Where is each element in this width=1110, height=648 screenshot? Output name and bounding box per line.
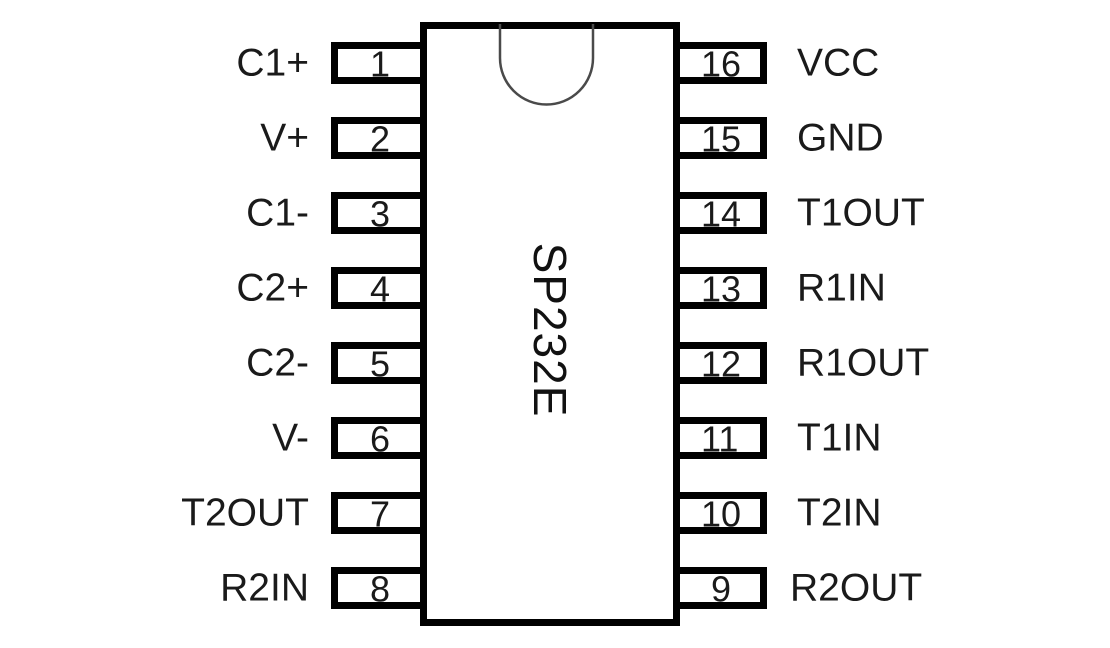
pin-box-left-2[interactable] bbox=[331, 117, 427, 159]
pin-row-right-9[interactable]: 9 R2OUT bbox=[673, 567, 923, 610]
pin-label-left-8: R2IN bbox=[220, 567, 309, 610]
pin-row-left-5[interactable]: 5 C2- bbox=[246, 342, 427, 385]
notch-semicircle-icon bbox=[498, 24, 595, 106]
pin-label-left-3: C1- bbox=[246, 192, 309, 235]
pin-row-left-4[interactable]: 4 C2+ bbox=[236, 267, 427, 310]
pin-label-right-13: R1IN bbox=[797, 267, 886, 310]
pin-box-right-14[interactable] bbox=[673, 192, 767, 234]
pin-label-left-4: C2+ bbox=[236, 267, 309, 310]
pin-label-left-7: T2OUT bbox=[181, 492, 309, 535]
pin-row-left-2[interactable]: 2 V+ bbox=[260, 117, 427, 160]
pin-box-right-12[interactable] bbox=[673, 342, 767, 384]
pin-number-left-6: 6 bbox=[370, 419, 390, 460]
pin-row-right-13[interactable]: 13 R1IN bbox=[673, 267, 886, 310]
pin-number-right-10: 10 bbox=[701, 494, 741, 535]
pin-label-left-5: C2- bbox=[246, 342, 309, 385]
pin-box-left-6[interactable] bbox=[331, 417, 427, 459]
pin-row-left-8[interactable]: 8 R2IN bbox=[220, 567, 427, 610]
pin-box-left-5[interactable] bbox=[331, 342, 427, 384]
right-pin-group: 16 VCC 15 GND 14 T1OUT 13 R1IN 12 bbox=[673, 42, 930, 610]
pin-row-left-1[interactable]: 1 C1+ bbox=[236, 42, 427, 85]
pin-row-left-3[interactable]: 3 C1- bbox=[246, 192, 427, 235]
pin-number-left-2: 2 bbox=[370, 119, 390, 160]
pin-number-right-11: 11 bbox=[701, 419, 738, 460]
pin-box-right-15[interactable] bbox=[673, 117, 767, 159]
pin-label-right-12: R1OUT bbox=[797, 342, 929, 385]
pin-number-right-16: 16 bbox=[701, 44, 741, 85]
pin-number-right-14: 14 bbox=[701, 194, 741, 235]
pin-number-right-15: 15 bbox=[701, 119, 741, 160]
pin-box-right-13[interactable] bbox=[673, 267, 767, 309]
pin-box-left-7[interactable] bbox=[331, 492, 427, 534]
pin-box-left-4[interactable] bbox=[331, 267, 427, 309]
pin-number-left-4: 4 bbox=[370, 269, 390, 310]
pin-number-right-12: 12 bbox=[701, 344, 741, 385]
pin-number-right-9: 9 bbox=[711, 569, 731, 610]
pin-label-right-15: GND bbox=[797, 117, 884, 160]
pin-box-right-16[interactable] bbox=[673, 42, 767, 84]
pin-number-right-13: 13 bbox=[701, 269, 741, 310]
pin-number-left-7: 7 bbox=[370, 494, 390, 535]
pin-row-left-7[interactable]: 7 T2OUT bbox=[181, 492, 427, 535]
pin-label-left-2: V+ bbox=[260, 117, 309, 160]
pin-box-left-3[interactable] bbox=[331, 192, 427, 234]
pin-box-right-9[interactable] bbox=[673, 567, 767, 609]
pin-label-left-6: V- bbox=[272, 417, 309, 460]
chip-body bbox=[420, 22, 680, 626]
pin-row-right-12[interactable]: 12 R1OUT bbox=[673, 342, 930, 385]
pin-box-right-11[interactable] bbox=[673, 417, 767, 459]
pin-label-right-16: VCC bbox=[797, 42, 879, 85]
left-pin-group: 1 C1+ 2 V+ 3 C1- 4 C2+ 5 C2- bbox=[181, 42, 427, 610]
pin-row-right-16[interactable]: 16 VCC bbox=[673, 42, 880, 85]
pin-label-right-11: T1IN bbox=[797, 417, 882, 460]
pin-label-right-14: T1OUT bbox=[797, 192, 925, 235]
pin-row-right-11[interactable]: 11 T1IN bbox=[673, 417, 882, 460]
pin-label-right-10: T2IN bbox=[797, 492, 882, 535]
pin-row-right-15[interactable]: 15 GND bbox=[673, 117, 884, 160]
pin-label-left-1: C1+ bbox=[236, 42, 309, 85]
chip-name-label: SP232E bbox=[524, 243, 576, 418]
pin-number-left-3: 3 bbox=[370, 194, 390, 235]
pin-box-right-10[interactable] bbox=[673, 492, 767, 534]
pin-row-left-6[interactable]: 6 V- bbox=[272, 417, 427, 460]
pin-number-left-1: 1 bbox=[370, 44, 390, 85]
pin-box-left-8[interactable] bbox=[331, 567, 427, 609]
pin-number-left-5: 5 bbox=[370, 344, 390, 385]
pin-number-left-8: 8 bbox=[370, 569, 390, 610]
pin-row-right-14[interactable]: 14 T1OUT bbox=[673, 192, 925, 235]
pin-box-left-1[interactable] bbox=[331, 42, 427, 84]
pin-row-right-10[interactable]: 10 T2IN bbox=[673, 492, 882, 535]
pin-label-right-9: R2OUT bbox=[790, 567, 922, 610]
